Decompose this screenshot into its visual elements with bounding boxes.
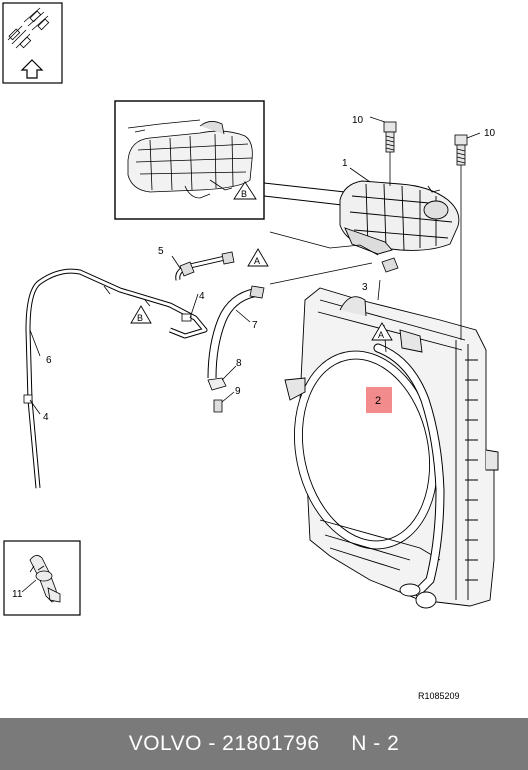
reference-code: R1085209 [418, 691, 460, 701]
callout-3: 3 [362, 282, 368, 293]
parts-diagram: 1 2 3 4 4 5 6 7 8 9 10 10 11 A A B B [2, 2, 499, 616]
up-arrow-icon [20, 59, 44, 79]
callout-8: 8 [236, 358, 242, 369]
bolt-left [383, 121, 397, 153]
callout-2: 2 [375, 395, 381, 407]
callout-5: 5 [158, 246, 164, 257]
footer-position: N - 2 [351, 732, 400, 755]
callout-9: 9 [235, 386, 241, 397]
callout-4-lower: 4 [43, 412, 49, 423]
part-2-highlight [366, 387, 392, 413]
footer-brand: VOLVO [128, 732, 202, 755]
callout-4-upper: 4 [199, 291, 205, 302]
clamp-detail-inset [3, 540, 81, 616]
pipe-clip-lower [23, 394, 33, 404]
orientation-box [2, 2, 63, 84]
svg-text:B: B [241, 189, 247, 199]
footer-bar: VOLVO - 21801796 N - 2 [0, 718, 528, 770]
marker-a-upper: A [247, 248, 269, 267]
callout-10-right: 10 [484, 128, 496, 139]
drain-plug [213, 399, 223, 413]
expansion-tank [339, 180, 460, 255]
fitting-part [381, 257, 399, 273]
callout-11: 11 [12, 589, 23, 600]
truck-topview-icon [7, 7, 50, 49]
bolt-right [454, 134, 468, 166]
callout-6: 6 [46, 355, 52, 366]
marker-a-lower: A [371, 322, 393, 341]
footer-part-number: 21801796 [222, 732, 320, 755]
callout-7: 7 [252, 320, 258, 331]
vent-hose-connector [179, 251, 235, 277]
marker-b-lower: B [130, 305, 152, 324]
pipe-clip-upper [181, 313, 192, 322]
hose-outlet [399, 583, 421, 597]
svg-text:A: A [254, 256, 260, 266]
footer-gap [320, 732, 352, 756]
callout-10-left: 10 [352, 115, 364, 126]
footer-separator: - [202, 732, 223, 755]
svg-text:A: A [378, 330, 384, 340]
hose-inlet [415, 591, 437, 609]
svg-text:B: B [137, 313, 143, 323]
callout-1: 1 [342, 158, 348, 169]
hose-clamp [207, 377, 227, 391]
inset-leader-line [263, 182, 346, 206]
marker-b-upper: B [233, 181, 257, 200]
tank-detail-inset [114, 100, 265, 220]
coolant-pipe [25, 268, 208, 489]
radiator-fan-shroud [284, 287, 499, 607]
callout-leaders [21, 116, 481, 593]
